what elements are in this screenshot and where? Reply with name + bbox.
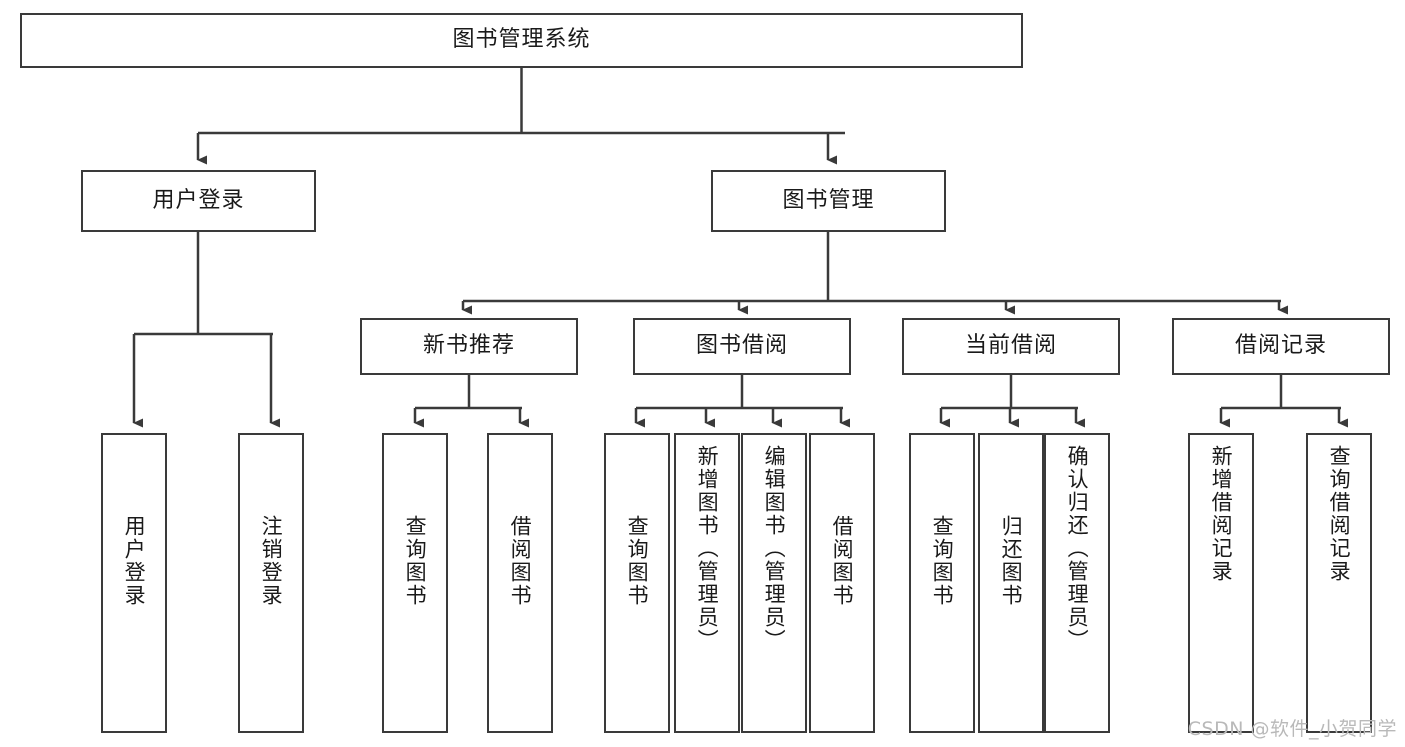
node-book-borrow[interactable]: 图书借阅 <box>633 318 851 375</box>
node-new-book-recommendation[interactable]: 新书推荐 <box>360 318 578 375</box>
leaf-edit-book-admin[interactable]: 编辑图书（管理员） <box>741 433 807 733</box>
node-label: 用户登录 <box>152 187 245 213</box>
node-book-management[interactable]: 图书管理 <box>711 170 946 232</box>
node-current-borrow[interactable]: 当前借阅 <box>902 318 1120 375</box>
leaf-logout-login[interactable]: 注销登录 <box>238 433 304 733</box>
node-user-login[interactable]: 用户登录 <box>81 170 316 232</box>
leaf-user-login[interactable]: 用户登录 <box>101 433 167 733</box>
node-label: 查询图书 <box>930 515 955 607</box>
node-label: 图书管理 <box>782 187 875 213</box>
node-label: 查询图书 <box>403 515 428 607</box>
leaf-query-book-recommendation[interactable]: 查询图书 <box>382 433 448 733</box>
node-label: 新增图书（管理员） <box>695 445 720 652</box>
node-label: 查询图书 <box>625 515 650 607</box>
leaf-add-book-admin[interactable]: 新增图书（管理员） <box>674 433 740 733</box>
node-label: 确认归还（管理员） <box>1065 445 1090 652</box>
leaf-borrow-book-recommendation[interactable]: 借阅图书 <box>487 433 553 733</box>
node-root-book-management-system[interactable]: 图书管理系统 <box>20 13 1023 68</box>
node-label: 用户登录 <box>122 515 147 607</box>
node-label: 编辑图书（管理员） <box>762 445 787 652</box>
node-label: 借阅记录 <box>1234 333 1327 359</box>
node-label: 新书推荐 <box>422 333 515 359</box>
node-label: 新增借阅记录 <box>1209 445 1234 583</box>
node-label: 借阅图书 <box>508 515 533 607</box>
node-label: 图书管理系统 <box>452 27 591 53</box>
leaf-query-book-current[interactable]: 查询图书 <box>909 433 975 733</box>
leaf-query-book-borrow[interactable]: 查询图书 <box>604 433 670 733</box>
leaf-borrow-book[interactable]: 借阅图书 <box>809 433 875 733</box>
leaf-add-borrow-record[interactable]: 新增借阅记录 <box>1188 433 1254 733</box>
node-label: 当前借阅 <box>964 333 1057 359</box>
node-borrow-record[interactable]: 借阅记录 <box>1172 318 1390 375</box>
leaf-confirm-return-admin[interactable]: 确认归还（管理员） <box>1044 433 1110 733</box>
leaf-return-book[interactable]: 归还图书 <box>978 433 1044 733</box>
leaf-query-borrow-record[interactable]: 查询借阅记录 <box>1306 433 1372 733</box>
node-label: 图书借阅 <box>695 333 788 359</box>
node-label: 借阅图书 <box>830 515 855 607</box>
node-label: 查询借阅记录 <box>1327 445 1352 583</box>
node-label: 归还图书 <box>999 515 1024 607</box>
node-label: 注销登录 <box>259 515 284 607</box>
